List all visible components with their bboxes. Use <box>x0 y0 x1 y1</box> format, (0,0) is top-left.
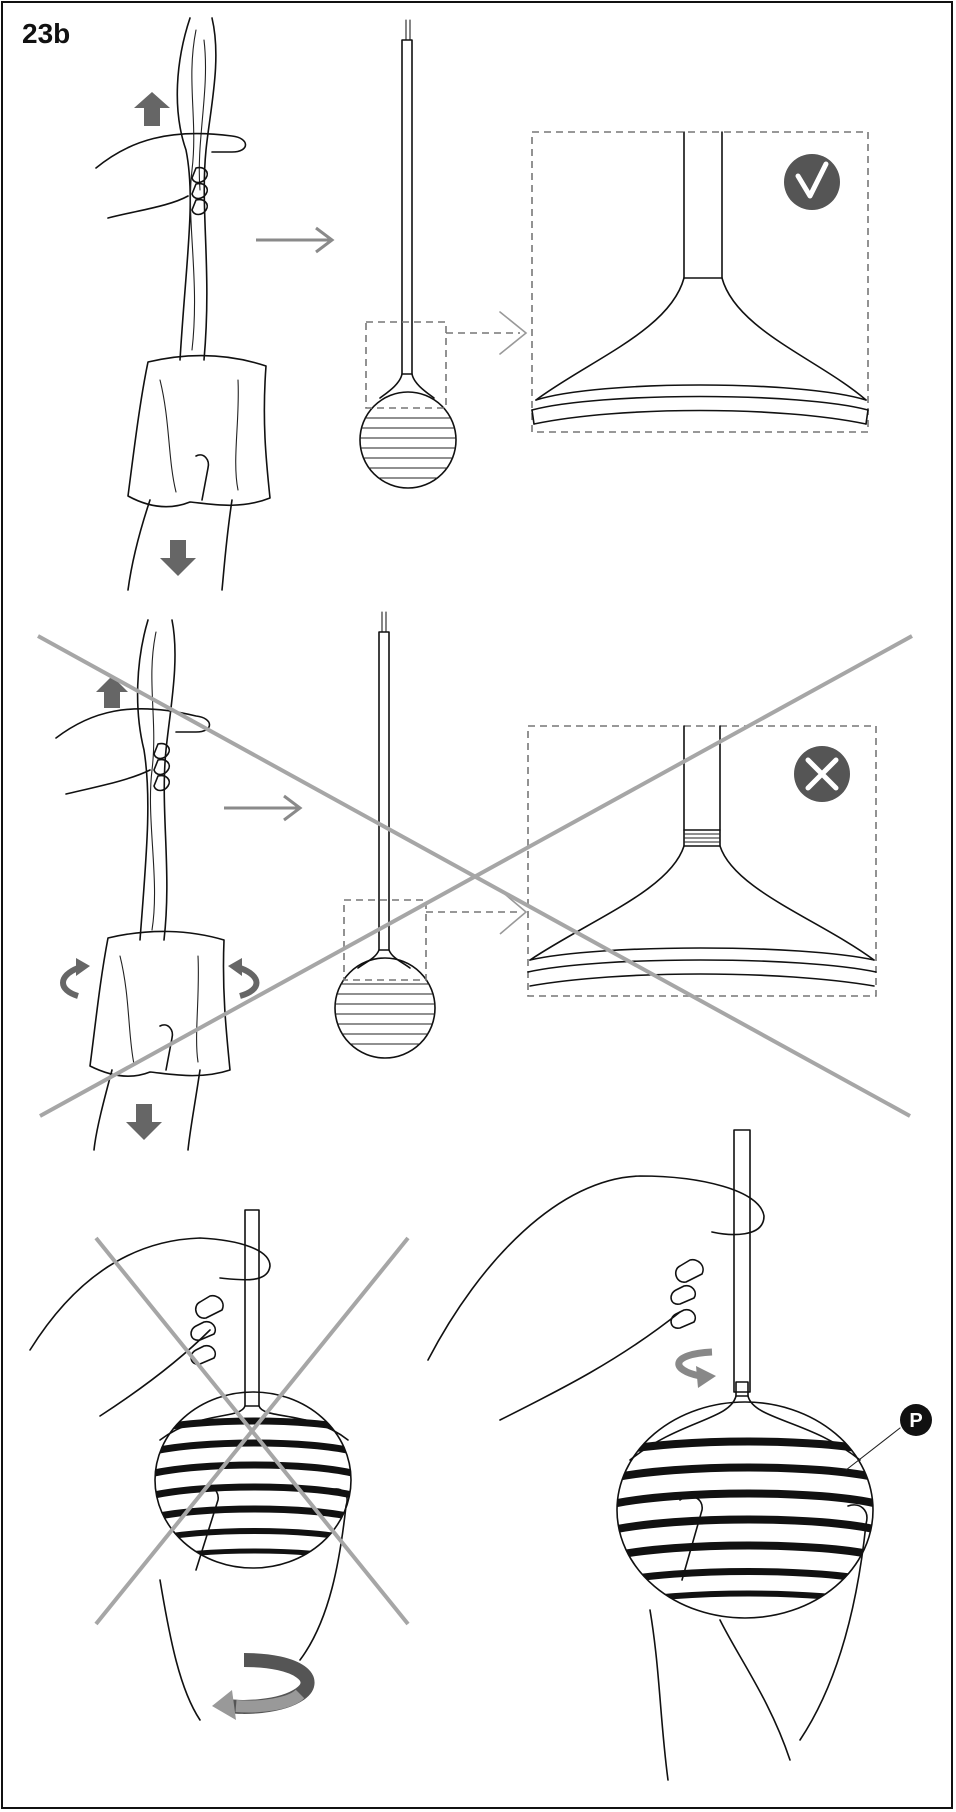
panel-correct-grip: P <box>428 1130 932 1780</box>
twist-right-arrow-icon <box>240 968 257 996</box>
callout-leader <box>846 1428 900 1470</box>
cloth <box>90 931 230 1076</box>
rotate-arrow-icon <box>212 1660 308 1720</box>
ribbed-shade <box>612 1442 878 1605</box>
letter-p-badge-icon: P <box>900 1404 932 1436</box>
direction-arrow-icon <box>224 796 300 820</box>
upper-hand <box>96 134 246 218</box>
panel-wrong-twist <box>38 612 912 1150</box>
pendant-lamp <box>330 612 526 1058</box>
up-arrow-icon <box>134 92 170 126</box>
upper-hand <box>428 1176 764 1420</box>
lower-hand <box>650 1496 867 1780</box>
cloth <box>128 356 270 507</box>
detail-marker <box>366 322 446 408</box>
panel-wrong-grip <box>30 1210 408 1720</box>
x-badge-icon <box>794 746 850 802</box>
down-arrow-icon <box>160 540 196 576</box>
callout-label: P <box>909 1410 922 1432</box>
panel-correct-method <box>96 18 868 590</box>
upper-hand <box>56 709 210 794</box>
check-badge-icon <box>784 154 840 210</box>
twist-left-arrow-icon <box>63 968 78 996</box>
cable-bundle <box>177 18 216 360</box>
lower-hand <box>160 1486 347 1720</box>
pendant-lamp <box>356 20 526 488</box>
rotate-arrow-icon <box>679 1352 716 1388</box>
upper-hand <box>30 1238 270 1416</box>
direction-arrow-icon <box>256 228 332 252</box>
down-arrow-icon <box>126 1104 162 1140</box>
